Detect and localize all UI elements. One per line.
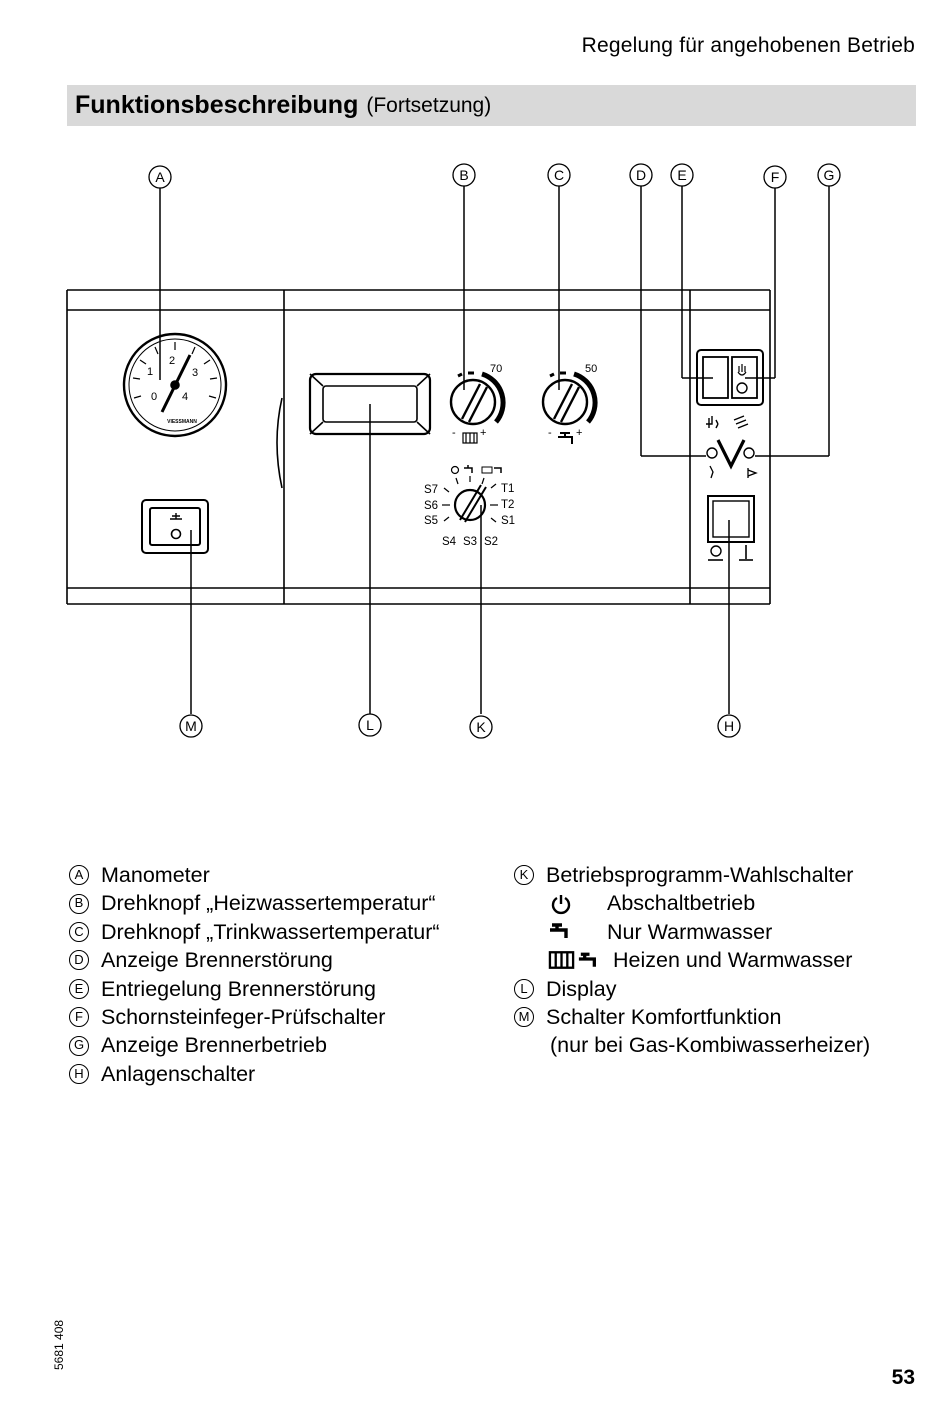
callout-circles: [148, 163, 841, 739]
section-title-bar: Funktionsbeschreibung (Fortsetzung): [67, 85, 916, 126]
heating-water-knob: [449, 371, 506, 444]
mode-heating-hot-water-label: Heizen und Warmwasser: [613, 948, 853, 973]
callout-k: K: [476, 719, 486, 735]
callout-b: B: [459, 167, 468, 183]
panel-outline: [66, 289, 771, 605]
mode-hot-water-label: Nur Warmwasser: [607, 919, 773, 944]
gauge-tick-2: 2: [169, 355, 175, 367]
hot-water-knob: [541, 371, 598, 444]
selector-label-s1: S1: [501, 515, 515, 527]
legend-item-e: E Entriegelung Brennerstörung: [69, 975, 440, 1003]
legend-text-d: Anzeige Brennerstörung: [101, 948, 333, 973]
legend-key-m: M: [514, 1007, 534, 1028]
selector-label-t1: T1: [501, 483, 514, 495]
legend-right: K Betriebsprogramm-Wahlschalter Abschaltb…: [514, 861, 870, 1060]
selector-label-s5: S5: [424, 515, 438, 527]
legend-text-k: Betriebsprogramm-Wahlschalter: [546, 863, 854, 887]
legend-key-l: L: [514, 978, 534, 999]
legend-item-k: K Betriebsprogramm-Wahlschalter: [514, 861, 870, 889]
pressure-gauge: [122, 332, 228, 438]
callout-f: F: [771, 169, 780, 185]
knob-b-max: 70: [490, 363, 502, 375]
legend-text-l: Display: [546, 976, 617, 1001]
knob-b-plus: +: [480, 427, 486, 439]
radiator-tap-icon: [548, 949, 604, 971]
legend-item-h: H Anlagenschalter: [69, 1060, 440, 1088]
legend-key-d: D: [69, 950, 89, 971]
legend-key-c: C: [69, 922, 89, 943]
reset-chimney-buttons: [696, 349, 764, 429]
legend-key-k: K: [514, 865, 534, 886]
gauge-tick-4: 4: [182, 391, 188, 403]
page-number: 53: [891, 1366, 915, 1389]
legend-item-f: F Schornsteinfeger-Prüfschalter: [69, 1003, 440, 1031]
selector-label-s6: S6: [424, 500, 438, 512]
comfort-switch: [141, 499, 209, 554]
callout-h: H: [724, 718, 734, 734]
legend-text-h: Anlagenschalter: [101, 1061, 256, 1086]
knob-c-minus: -: [548, 427, 552, 439]
power-icon: [546, 893, 576, 915]
knob-b-minus: -: [452, 427, 456, 439]
running-header: Regelung für angehobenen Betrieb: [581, 34, 915, 57]
legend-key-h: H: [69, 1064, 89, 1085]
mode-heating-hot-water: Heizen und Warmwasser: [514, 946, 870, 974]
callout-e: E: [677, 167, 686, 183]
legend-item-b: B Drehknopf „Heizwassertemperatur“: [69, 889, 440, 917]
section-subtitle: (Fortsetzung): [366, 93, 492, 117]
legend-text-g: Anzeige Brennerbetrieb: [101, 1033, 327, 1058]
selector-label-s2: S2: [484, 536, 498, 548]
callout-l: L: [366, 717, 374, 733]
knob-c-plus: +: [576, 427, 582, 439]
selector-label-s3: S3: [463, 536, 477, 548]
main-switch: [707, 495, 755, 561]
gauge-tick-3: 3: [192, 367, 198, 379]
gauge-tick-1: 1: [147, 366, 153, 378]
legend-item-c: C Drehknopf „Trinkwassertemperatur“: [69, 918, 440, 946]
tap-icon: [546, 922, 576, 942]
callout-c: C: [554, 167, 564, 183]
selector-label-t2: T2: [501, 499, 514, 511]
legend-text-c: Drehknopf „Trinkwassertemperatur“: [101, 919, 440, 944]
burner-indicators: [706, 439, 758, 479]
legend-item-g: G Anzeige Brennerbetrieb: [69, 1031, 440, 1059]
section-title: Funktionsbeschreibung: [75, 91, 359, 119]
callout-g: G: [824, 167, 835, 183]
control-panel-diagram: A B C D E F G M L K H 0 1 2 3 4 VIESSMAN…: [66, 163, 841, 739]
legend-text-e: Entriegelung Brennerstörung: [101, 976, 376, 1001]
legend-key-g: G: [69, 1035, 89, 1056]
knob-c-max: 50: [585, 363, 597, 375]
legend-left: A Manometer B Drehknopf „Heizwassertempera…: [69, 861, 440, 1088]
legend-note-m: (nur bei Gas-Kombiwasserheizer): [550, 1033, 871, 1058]
legend-key-f: F: [69, 1007, 89, 1028]
legend-key-a: A: [69, 865, 89, 886]
selector-label-s7: S7: [424, 484, 438, 496]
callout-m: M: [185, 718, 197, 734]
program-selector-knob: [442, 465, 502, 523]
legend-text-b: Drehknopf „Heizwassertemperatur“: [101, 891, 436, 916]
document-number: 5681 408: [52, 1319, 66, 1370]
mode-hot-water: Nur Warmwasser: [514, 918, 870, 946]
mode-off: Abschaltbetrieb: [514, 889, 870, 917]
selector-label-s4: S4: [442, 536, 457, 548]
gauge-brand: VIESSMANN: [167, 419, 197, 425]
legend-text-a: Manometer: [101, 863, 210, 887]
legend-item-d: D Anzeige Brennerstörung: [69, 946, 440, 974]
legend-text-m: Schalter Komfortfunktion: [546, 1005, 782, 1030]
legend-item-a: A Manometer: [69, 861, 440, 889]
legend-item-l: L Display: [514, 975, 870, 1003]
legend-key-b: B: [69, 893, 89, 914]
callout-d: D: [636, 167, 646, 183]
leader-lines: [159, 186, 830, 714]
legend-text-f: Schornsteinfeger-Prüfschalter: [101, 1005, 386, 1030]
callout-a: A: [155, 169, 165, 185]
legend-key-e: E: [69, 978, 89, 999]
legend-item-m: M Schalter Komfortfunktion: [514, 1003, 870, 1031]
mode-off-label: Abschaltbetrieb: [607, 891, 756, 916]
gauge-tick-0: 0: [151, 391, 157, 403]
